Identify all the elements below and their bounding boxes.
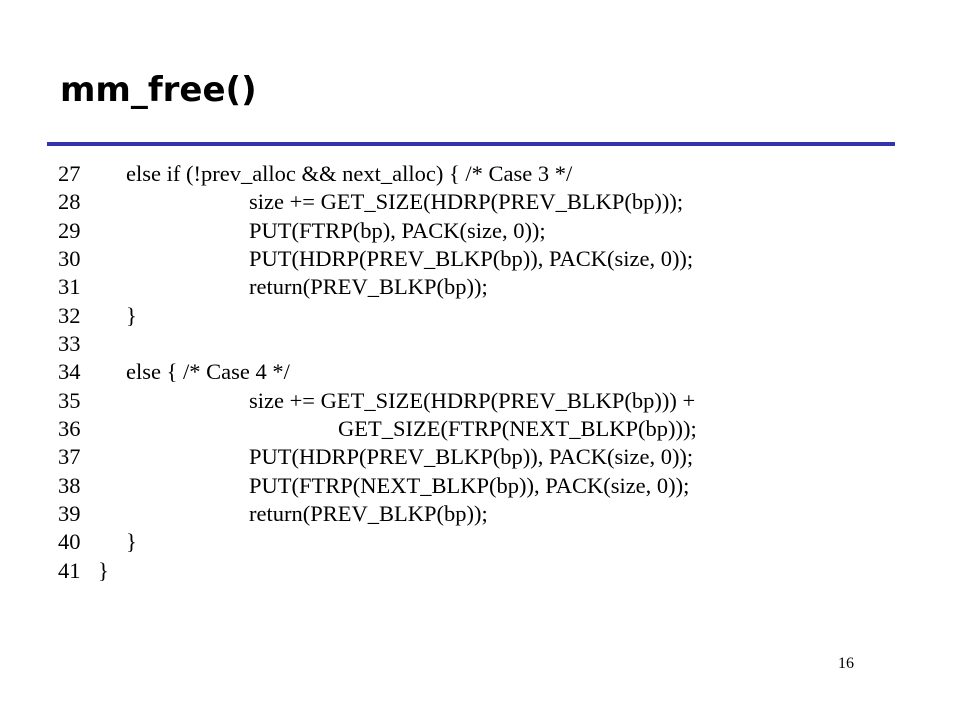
- line-number: 29: [58, 217, 81, 243]
- code-text: }: [126, 302, 137, 328]
- code-text: PUT(FTRP(NEXT_BLKP(bp)), PACK(size, 0));: [249, 472, 690, 498]
- slide-title: mm_free(): [60, 70, 257, 110]
- code-text: PUT(HDRP(PREV_BLKP(bp)), PACK(size, 0));: [249, 444, 694, 470]
- code-text: size += GET_SIZE(HDRP(PREV_BLKP(bp)));: [249, 189, 684, 215]
- page-number: 16: [838, 655, 854, 672]
- code-text: return(PREV_BLKP(bp));: [249, 501, 488, 527]
- code-text: size += GET_SIZE(HDRP(PREV_BLKP(bp))) +: [249, 387, 696, 413]
- title-divider-bar: [47, 142, 895, 146]
- code-line: 29 PUT(FTRP(bp), PACK(size, 0));: [58, 217, 908, 245]
- code-text: PUT(FTRP(bp), PACK(size, 0));: [249, 217, 546, 243]
- code-line: 39 return(PREV_BLKP(bp));: [58, 500, 908, 528]
- title-divider: [47, 142, 895, 146]
- line-number: 38: [58, 472, 81, 498]
- code-text: GET_SIZE(FTRP(NEXT_BLKP(bp)));: [338, 416, 697, 442]
- code-line: 30 PUT(HDRP(PREV_BLKP(bp)), PACK(size, 0)…: [58, 245, 908, 273]
- line-number: 31: [58, 274, 81, 300]
- code-line: 34 else { /* Case 4 */: [58, 358, 908, 386]
- line-number: 41: [58, 557, 81, 583]
- code-line: 41}: [58, 557, 908, 585]
- code-line: 28 size += GET_SIZE(HDRP(PREV_BLKP(bp)));: [58, 188, 908, 216]
- line-number: 28: [58, 189, 81, 215]
- line-number: 30: [58, 246, 81, 272]
- code-line: 40}: [58, 528, 908, 556]
- code-line: 36 GET_SIZE(FTRP(NEXT_BLKP(bp)));: [58, 415, 908, 443]
- line-number: 34: [58, 359, 81, 385]
- code-line: 27 else if (!prev_alloc && next_alloc) { …: [58, 160, 908, 188]
- code-line: 38 PUT(FTRP(NEXT_BLKP(bp)), PACK(size, 0)…: [58, 472, 908, 500]
- line-number: 27: [58, 161, 81, 186]
- line-number: 39: [58, 501, 81, 527]
- code-text: PUT(HDRP(PREV_BLKP(bp)), PACK(size, 0));: [249, 246, 694, 272]
- code-line: 35 size += GET_SIZE(HDRP(PREV_BLKP(bp))) …: [58, 387, 908, 415]
- line-number: 40: [58, 529, 81, 555]
- code-text: }: [98, 557, 109, 583]
- code-text: else { /* Case 4 */: [126, 359, 290, 385]
- line-number: 36: [58, 416, 81, 442]
- line-number: 37: [58, 444, 81, 470]
- code-listing: 27 else if (!prev_alloc && next_alloc) { …: [58, 160, 908, 585]
- code-line: 31 return(PREV_BLKP(bp));: [58, 273, 908, 301]
- code-line: 33: [58, 330, 908, 358]
- line-number: 32: [58, 302, 81, 328]
- code-text: return(PREV_BLKP(bp));: [249, 274, 488, 300]
- line-number: 35: [58, 387, 81, 413]
- code-text: }: [126, 529, 137, 555]
- code-line: 32}: [58, 302, 908, 330]
- code-line: 37 PUT(HDRP(PREV_BLKP(bp)), PACK(size, 0)…: [58, 443, 908, 471]
- code-text: else if (!prev_alloc && next_alloc) { /*…: [126, 161, 573, 186]
- line-number: 33: [58, 331, 81, 357]
